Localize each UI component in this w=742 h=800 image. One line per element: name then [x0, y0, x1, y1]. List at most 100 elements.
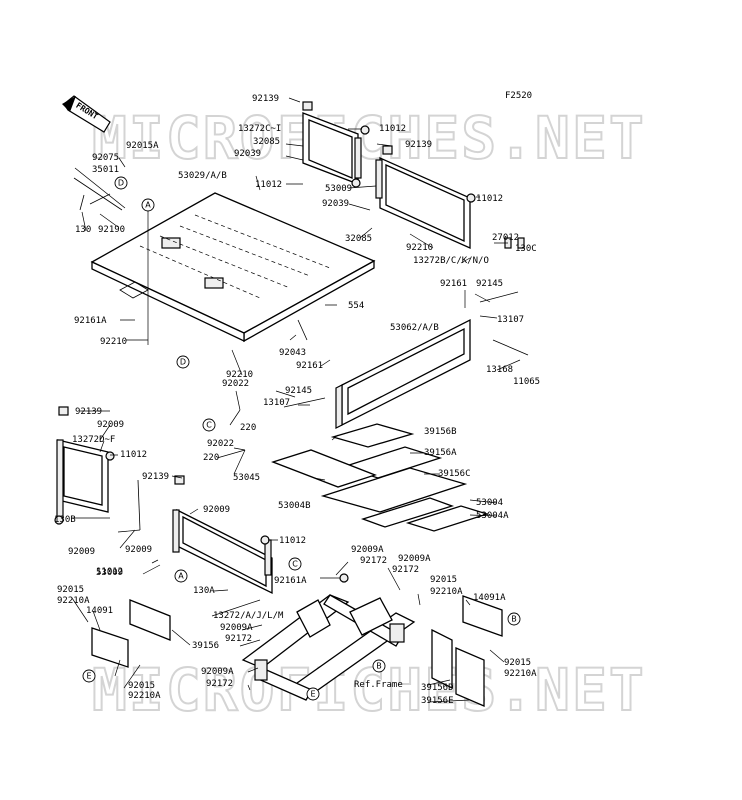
- callout-b-1: B: [511, 615, 517, 624]
- leader-lines: [71, 97, 521, 703]
- part-label: 92161: [296, 361, 323, 371]
- callout-a-1: A: [145, 201, 151, 210]
- part-label: 92172: [392, 565, 419, 575]
- part-label: 11012: [379, 124, 406, 134]
- callout-d-1: D: [118, 179, 124, 188]
- right-side-gate: [375, 156, 471, 250]
- part-label: 92210: [226, 370, 253, 380]
- part-label: 92210: [406, 243, 433, 253]
- part-label: 53004A: [476, 511, 509, 521]
- part-label: 39156: [192, 641, 219, 651]
- figure-code: F2520: [505, 91, 532, 101]
- part-label: 92015: [430, 575, 457, 585]
- part-label: 53029/A/B: [178, 171, 227, 181]
- part-label: 92139: [252, 94, 279, 104]
- watermark-bottom: MICROFICHES.NET: [92, 656, 646, 724]
- part-label: 220: [203, 453, 219, 463]
- part-label: 92043: [279, 348, 306, 358]
- part-label: 92190: [98, 225, 125, 235]
- bed-mats: [271, 423, 490, 532]
- part-label: 14091A: [473, 593, 506, 603]
- part-label: 39156E: [421, 696, 454, 706]
- part-label: 92039: [234, 149, 261, 159]
- bed-frame: [241, 594, 416, 701]
- part-label: 92161: [440, 279, 467, 289]
- part-label: 130C: [515, 244, 537, 254]
- part-label: 92009A: [201, 667, 234, 677]
- part-label: 11012: [120, 450, 147, 460]
- part-label: 13272/A/J/L/M: [213, 611, 284, 621]
- part-label: 11012: [476, 194, 503, 204]
- part-label: 39156B: [424, 427, 457, 437]
- part-label: 13168: [486, 365, 513, 375]
- part-label: 11065: [513, 377, 540, 387]
- part-label: 92172: [360, 556, 387, 566]
- part-label: 92172: [225, 634, 252, 644]
- part-label: 32085: [253, 137, 280, 147]
- part-label: 92139: [142, 472, 169, 482]
- part-label: 39156A: [424, 448, 457, 458]
- left-front-gate: [56, 439, 109, 521]
- callout-circles: D A D C A C B B E E: [82, 176, 521, 701]
- part-label: 92210A: [57, 596, 90, 606]
- part-label: 92009A: [398, 554, 431, 564]
- brackets-and-pads: [91, 595, 503, 707]
- part-label: 53009: [325, 184, 352, 194]
- part-label: 92009A: [351, 545, 384, 555]
- part-label: 39156C: [438, 469, 471, 479]
- part-label: 53062/A/B: [390, 323, 439, 333]
- part-label: 13107: [263, 398, 290, 408]
- upper-side-gate: [302, 112, 362, 185]
- part-label: 11012: [279, 536, 306, 546]
- part-label: 92145: [476, 279, 503, 289]
- part-label: 92210A: [128, 691, 161, 701]
- part-label: 53045: [233, 473, 260, 483]
- part-label: 53004: [476, 498, 503, 508]
- part-label: 92015: [57, 585, 84, 595]
- tail-gate: [335, 318, 471, 429]
- part-label: 554: [348, 301, 364, 311]
- part-label: 11012: [255, 180, 282, 190]
- deck-board: [90, 192, 376, 343]
- part-label: 92015: [504, 658, 531, 668]
- part-label: 92210: [100, 337, 127, 347]
- part-label: 92139: [405, 140, 432, 150]
- callout-e-2: E: [310, 690, 315, 699]
- part-label: 11012: [96, 567, 123, 577]
- callout-c-1: C: [206, 421, 212, 430]
- part-label: 27012: [492, 233, 519, 243]
- part-label: 220: [240, 423, 256, 433]
- part-label: 53009: [96, 568, 123, 578]
- part-label: 92009: [125, 545, 152, 555]
- part-label: 130: [75, 225, 91, 235]
- part-label: 92172: [206, 679, 233, 689]
- part-label: 92161A: [74, 316, 107, 326]
- part-label: 92015: [128, 681, 155, 691]
- part-label: 53004B: [278, 501, 311, 511]
- part-label: 32085: [345, 234, 372, 244]
- part-label: 35011: [92, 165, 119, 175]
- ref-frame-label: Ref.Frame: [354, 680, 403, 690]
- callout-e-1: E: [86, 672, 91, 681]
- part-label: 92022: [207, 439, 234, 449]
- part-label: 13272C~I: [238, 124, 281, 134]
- front-arrow-icon: FRONT: [62, 95, 111, 133]
- lower-side-gate: [172, 508, 273, 595]
- part-label: 39156D: [421, 683, 454, 693]
- part-label: 92210A: [504, 669, 537, 679]
- part-label: 13107: [497, 315, 524, 325]
- part-label: 92009: [97, 420, 124, 430]
- callout-c-2: C: [292, 560, 298, 569]
- part-label: 92161A: [274, 576, 307, 586]
- hardware-bolts: [54, 101, 529, 583]
- part-label: 14091: [86, 606, 113, 616]
- part-label: 92139: [75, 407, 102, 417]
- part-label: 130B: [54, 515, 76, 525]
- part-label: 92039: [322, 199, 349, 209]
- part-label: 92145: [285, 386, 312, 396]
- callout-d-2: D: [180, 358, 186, 367]
- callout-a-2: A: [178, 572, 184, 581]
- watermark-top: MICROFICHES.NET: [92, 104, 646, 172]
